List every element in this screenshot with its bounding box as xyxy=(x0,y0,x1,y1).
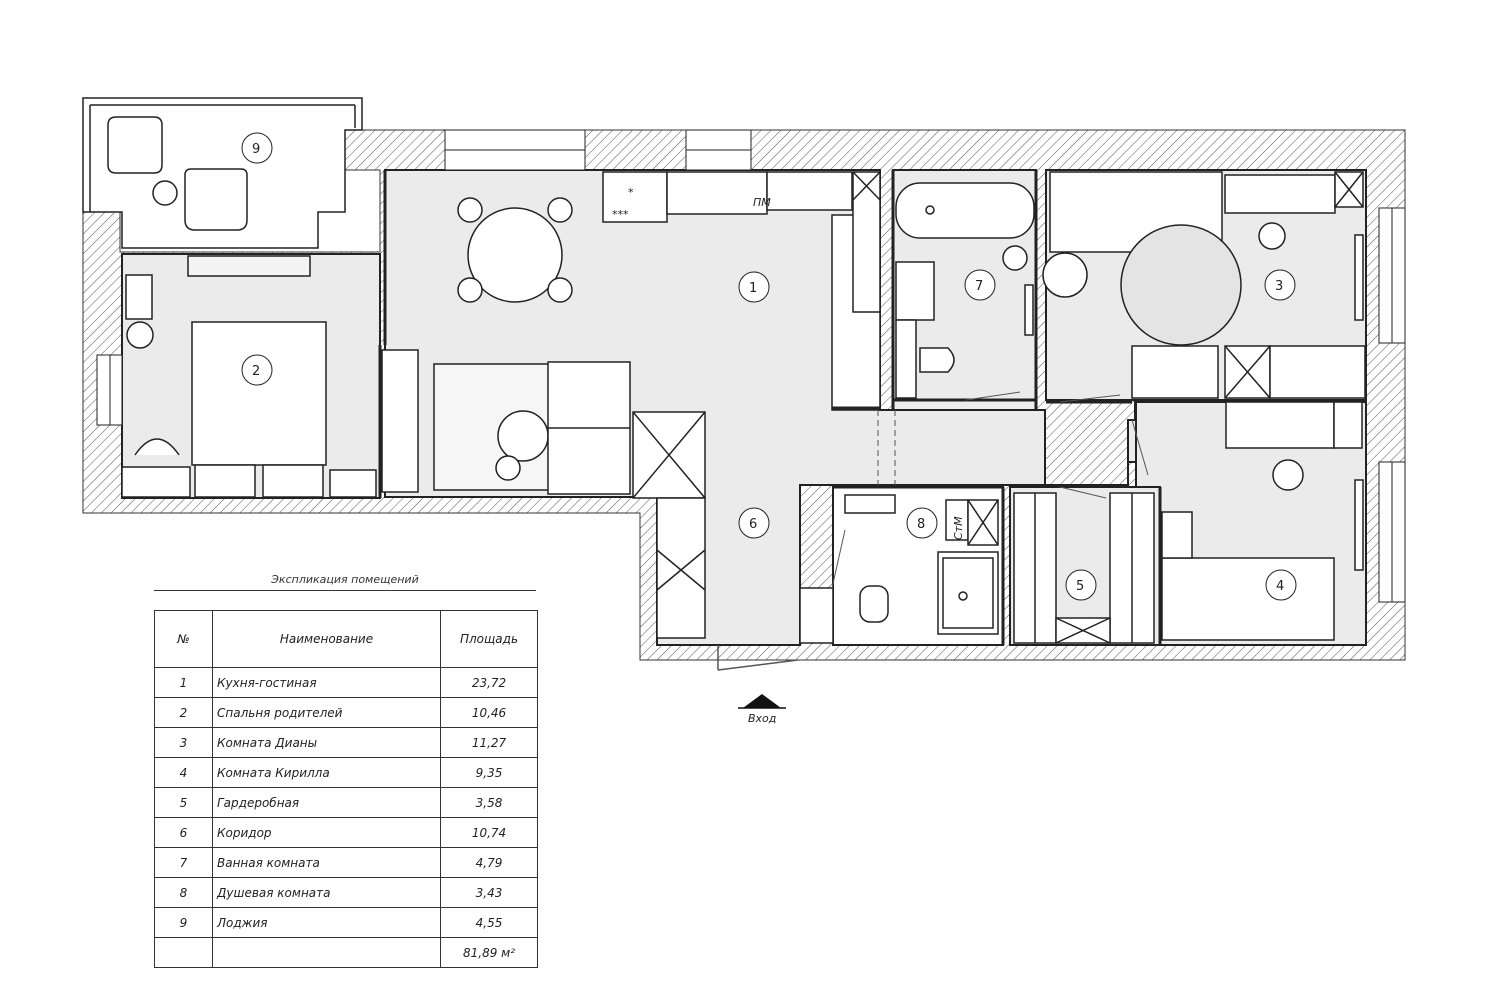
entrance-label: Вход xyxy=(748,712,776,725)
windows xyxy=(96,129,1406,603)
bed-room-4 xyxy=(1161,557,1335,641)
room-marker-7: 7 xyxy=(964,269,996,301)
svg-text:2: 2 xyxy=(252,364,260,379)
header-num: № xyxy=(154,610,213,668)
room-marker-9: 9 xyxy=(241,132,273,164)
row-area: 3,58 xyxy=(440,787,538,818)
explication-title: Экспликация помещений xyxy=(271,573,419,586)
row-num: 6 xyxy=(154,817,213,848)
door-swings xyxy=(717,391,1149,671)
stove-label-bottom: *** xyxy=(612,208,629,221)
row-num: 4 xyxy=(154,757,213,788)
explication-header-row: № Наименование Площадь xyxy=(154,610,538,668)
kitchen-furniture xyxy=(381,171,881,639)
wardrobe-5-fixtures xyxy=(1013,492,1155,644)
row-name: Спальня родителей xyxy=(212,697,441,728)
round-rug xyxy=(1120,224,1242,346)
row-name: Комната Дианы xyxy=(212,727,441,758)
row-num: 3 xyxy=(154,727,213,758)
room-marker-2: 2 xyxy=(241,354,273,386)
explication-title-underline xyxy=(154,590,536,591)
entrance-marker: Вход xyxy=(738,694,786,725)
svg-text:6: 6 xyxy=(749,517,757,532)
room-marker-8: 8 xyxy=(906,507,938,539)
room-3-furniture xyxy=(1042,171,1366,399)
stove-label-top: * xyxy=(628,186,634,199)
room-marker-3: 3 xyxy=(1264,269,1296,301)
row-num: 7 xyxy=(154,847,213,878)
row-area: 4,55 xyxy=(440,907,538,938)
entrance-door xyxy=(717,659,799,671)
svg-text:7: 7 xyxy=(975,279,983,294)
row-name: Комната Кирилла xyxy=(212,757,441,788)
interior-partitions xyxy=(378,170,1162,645)
row-name: Душевая комната xyxy=(212,877,441,908)
total-blank-name xyxy=(212,937,441,968)
total-row: 81,89 м² xyxy=(154,937,538,968)
double-bed xyxy=(191,321,327,466)
row-area: 10,74 xyxy=(440,817,538,848)
svg-text:1: 1 xyxy=(749,281,757,296)
total-area: 81,89 м² xyxy=(440,937,538,968)
room-9-loggia xyxy=(82,97,363,249)
pm-label: ПМ xyxy=(753,196,771,209)
row-area: 9,35 xyxy=(440,757,538,788)
svg-text:8: 8 xyxy=(917,517,925,532)
row-num: 9 xyxy=(154,907,213,938)
room-marker-5: 5 xyxy=(1065,569,1097,601)
row-name: Коридор xyxy=(212,817,441,848)
svg-text:9: 9 xyxy=(252,142,260,157)
entrance-arrow-icon xyxy=(743,694,781,708)
row-num: 8 xyxy=(154,877,213,908)
bathroom-7-fixtures xyxy=(895,182,1035,399)
row-name: Кухня-гостиная xyxy=(212,667,441,698)
svg-text:5: 5 xyxy=(1076,579,1084,594)
room-marker-6: 6 xyxy=(738,507,770,539)
row-area: 11,27 xyxy=(440,727,538,758)
row-name: Гардеробная xyxy=(212,787,441,818)
row-area: 4,79 xyxy=(440,847,538,878)
dining-table xyxy=(467,207,563,303)
svg-text:3: 3 xyxy=(1275,279,1283,294)
header-area: Площадь xyxy=(440,610,538,668)
row-area: 23,72 xyxy=(440,667,538,698)
shower-8-fixtures xyxy=(799,494,999,644)
bedroom-2-furniture xyxy=(121,255,377,498)
room-markers: 1 2 3 4 5 6 7 8 9 xyxy=(241,132,1297,601)
svg-text:4: 4 xyxy=(1276,579,1284,594)
room-marker-1: 1 xyxy=(738,271,770,303)
room-4-furniture xyxy=(1161,401,1364,641)
plan-text-labels: * *** ПМ СтМ xyxy=(612,186,965,540)
row-area: 3,43 xyxy=(440,877,538,908)
row-num: 5 xyxy=(154,787,213,818)
row-name: Лоджия xyxy=(212,907,441,938)
bathtub xyxy=(895,182,1035,239)
total-blank-num xyxy=(154,937,213,968)
row-num: 1 xyxy=(154,667,213,698)
room-marker-4: 4 xyxy=(1265,569,1297,601)
header-name: Наименование xyxy=(212,610,441,668)
row-area: 10,46 xyxy=(440,697,538,728)
row-name: Ванная комната xyxy=(212,847,441,878)
row-num: 2 xyxy=(154,697,213,728)
sm-label: СтМ xyxy=(952,516,965,540)
